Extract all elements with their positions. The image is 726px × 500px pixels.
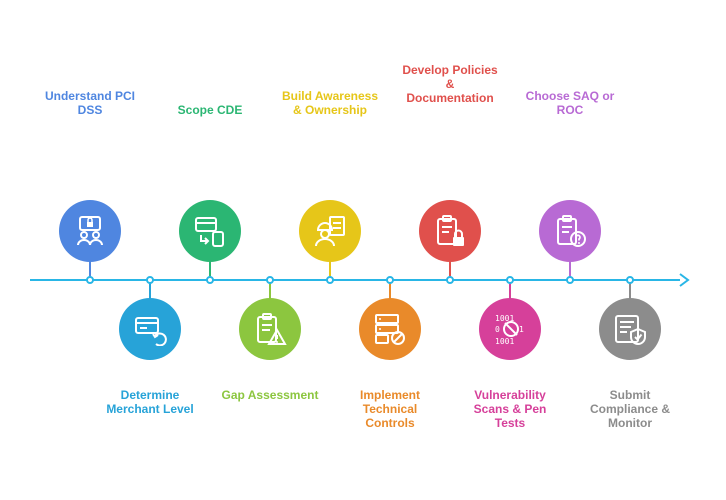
step-label: Choose SAQ or ROC <box>525 89 615 117</box>
step-connector <box>269 280 271 300</box>
svg-text:1001: 1001 <box>495 314 514 323</box>
worker-document-icon <box>315 216 345 247</box>
timeline-axis <box>30 279 680 281</box>
step-label: Gap Assessment <box>221 388 319 402</box>
step-connector <box>149 280 151 300</box>
timeline-dot <box>326 276 334 284</box>
svg-text:0: 0 <box>495 325 500 334</box>
step-circle <box>599 298 661 360</box>
step-circle <box>539 200 601 262</box>
timeline-dot <box>626 276 634 284</box>
svg-text:1001: 1001 <box>495 337 514 346</box>
clipboard-lock-icon <box>437 215 464 246</box>
document-shield-icon <box>615 315 646 346</box>
step-label: Scope CDE <box>177 103 243 117</box>
card-refresh-icon <box>135 317 167 346</box>
step-connector <box>209 260 211 280</box>
timeline-dot <box>446 276 454 284</box>
step-connector <box>449 260 451 280</box>
step-circle <box>179 200 241 262</box>
timeline-dot <box>146 276 154 284</box>
step-connector <box>89 260 91 280</box>
timeline-dot <box>566 276 574 284</box>
step-label: Build Awareness & Ownership <box>281 89 379 117</box>
timeline-dot <box>266 276 274 284</box>
step-connector <box>509 280 511 300</box>
step-connector <box>629 280 631 300</box>
binary-bug-icon: 1001 1001 0 1 <box>495 314 524 346</box>
step-connector <box>389 280 391 300</box>
timeline-dot <box>506 276 514 284</box>
step-circle <box>119 298 181 360</box>
step-circle: 1001 1001 0 1 <box>479 298 541 360</box>
svg-text:1: 1 <box>519 325 524 334</box>
timeline-dot <box>86 276 94 284</box>
clipboard-question-icon <box>557 215 586 247</box>
step-connector <box>569 260 571 280</box>
step-circle <box>59 200 121 262</box>
step-label: Determine Merchant Level <box>106 388 194 416</box>
step-circle <box>239 298 301 360</box>
server-block-icon <box>375 314 405 345</box>
step-circle <box>299 200 361 262</box>
step-label: Submit Compliance & Monitor <box>589 388 670 430</box>
user-security-icon <box>77 216 103 246</box>
step-label: Vulnerability Scans & Pen Tests <box>473 388 547 430</box>
timeline-arrow-icon <box>679 273 690 287</box>
step-label: Implement Technical Controls <box>359 388 420 430</box>
step-circle <box>419 200 481 262</box>
timeline-dot <box>386 276 394 284</box>
step-label: Develop Policies & Documentation <box>402 63 498 105</box>
timeline-dot <box>206 276 214 284</box>
card-to-phone-icon <box>195 217 224 247</box>
step-label: Understand PCI DSS <box>44 89 135 117</box>
clipboard-warning-icon <box>257 313 287 345</box>
step-connector <box>329 260 331 280</box>
step-circle <box>359 298 421 360</box>
